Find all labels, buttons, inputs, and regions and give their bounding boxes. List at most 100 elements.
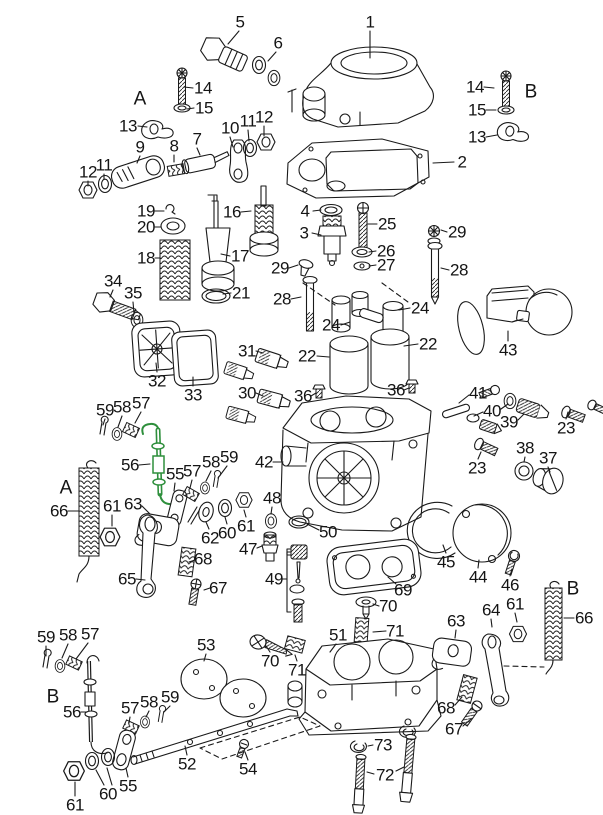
- part-number-callout[interactable]: 24: [410, 298, 430, 318]
- part-number-callout[interactable]: 66: [49, 501, 69, 521]
- part-number-callout[interactable]: 16: [222, 202, 242, 222]
- part-number-callout[interactable]: 28: [272, 289, 292, 309]
- part-number-callout[interactable]: 37: [538, 448, 558, 468]
- part-number-callout[interactable]: 40: [482, 401, 502, 421]
- part-number-callout[interactable]: 53: [196, 635, 216, 655]
- part-number-callout[interactable]: 52: [177, 754, 197, 774]
- part-number-callout[interactable]: 58: [58, 625, 78, 645]
- part-number-callout[interactable]: 29: [270, 258, 290, 278]
- part-number-callout[interactable]: 26: [376, 241, 396, 261]
- part-number-callout[interactable]: 58: [201, 452, 221, 472]
- part-number-callout[interactable]: 73: [373, 735, 393, 755]
- part-number-callout[interactable]: 22: [418, 334, 438, 354]
- part-number-callout[interactable]: 67: [444, 719, 464, 739]
- part-number-callout[interactable]: 44: [468, 567, 488, 587]
- part-number-callout[interactable]: 57: [182, 461, 202, 481]
- part-number-callout[interactable]: 61: [102, 496, 122, 516]
- part-number-callout[interactable]: 46: [500, 575, 520, 595]
- part-number-callout[interactable]: 18: [136, 248, 156, 268]
- part-number-callout[interactable]: 1: [365, 12, 375, 32]
- part-number-callout[interactable]: 51: [328, 625, 348, 645]
- part-number-callout[interactable]: 36: [386, 380, 406, 400]
- part-number-callout[interactable]: 58: [112, 397, 132, 417]
- part-number-callout[interactable]: 60: [98, 784, 118, 804]
- part-number-callout[interactable]: 9: [135, 137, 145, 157]
- part-number-callout[interactable]: 61: [65, 795, 85, 815]
- part-number-callout[interactable]: 19: [136, 201, 156, 221]
- part-number-callout[interactable]: 14: [193, 78, 213, 98]
- part-number-callout[interactable]: 6: [273, 33, 283, 53]
- part-number-callout[interactable]: 48: [262, 488, 282, 508]
- part-number-callout[interactable]: 69: [393, 580, 413, 600]
- part-number-callout[interactable]: 62: [200, 528, 220, 548]
- part-number-callout[interactable]: 59: [160, 687, 180, 707]
- part-number-callout[interactable]: 63: [123, 494, 143, 514]
- part-number-callout[interactable]: 14: [465, 77, 485, 97]
- part-number-callout[interactable]: 15: [467, 100, 487, 120]
- part-number-callout[interactable]: 72: [375, 765, 395, 785]
- part-number-callout[interactable]: 66: [574, 608, 594, 628]
- part-number-callout[interactable]: 34: [103, 271, 123, 291]
- section-marker[interactable]: A: [59, 477, 73, 499]
- part-number-callout[interactable]: 70: [260, 651, 280, 671]
- part-number-callout[interactable]: 2: [457, 152, 467, 172]
- part-number-callout[interactable]: 59: [95, 400, 115, 420]
- part-number-callout[interactable]: 17: [230, 246, 250, 266]
- part-number-callout[interactable]: 12: [254, 107, 274, 127]
- part-number-callout[interactable]: 13: [467, 127, 487, 147]
- part-number-callout[interactable]: 57: [80, 624, 100, 644]
- part-number-callout[interactable]: 10: [220, 118, 240, 138]
- part-number-callout[interactable]: 28: [449, 260, 469, 280]
- part-number-callout[interactable]: 21: [231, 283, 251, 303]
- part-number-callout[interactable]: 23: [556, 418, 576, 438]
- part-number-callout[interactable]: 56: [120, 455, 140, 475]
- part-number-callout[interactable]: 68: [436, 698, 456, 718]
- part-number-callout[interactable]: 68: [193, 549, 213, 569]
- part-number-callout[interactable]: 60: [217, 523, 237, 543]
- part-number-callout[interactable]: 32: [147, 371, 167, 391]
- part-number-callout[interactable]: 8: [169, 136, 179, 156]
- section-marker[interactable]: B: [566, 578, 580, 600]
- part-number-callout[interactable]: 24: [321, 315, 341, 335]
- part-number-callout[interactable]: 47: [238, 539, 258, 559]
- part-number-callout[interactable]: 20: [136, 217, 156, 237]
- part-number-callout[interactable]: 13: [118, 116, 138, 136]
- part-number-callout[interactable]: 3: [299, 223, 309, 243]
- part-number-callout[interactable]: 55: [118, 776, 138, 796]
- part-number-callout[interactable]: 42: [254, 452, 274, 472]
- part-number-callout[interactable]: 35: [123, 283, 143, 303]
- part-number-callout[interactable]: 29: [447, 222, 467, 242]
- part-number-callout[interactable]: 36: [293, 386, 313, 406]
- part-number-callout[interactable]: 59: [36, 627, 56, 647]
- part-number-callout[interactable]: 11: [239, 111, 257, 131]
- part-number-callout[interactable]: 31: [237, 341, 257, 361]
- part-number-callout[interactable]: 59: [219, 447, 239, 467]
- part-number-callout[interactable]: 57: [120, 698, 140, 718]
- part-number-callout[interactable]: 30: [237, 383, 257, 403]
- part-number-callout[interactable]: 33: [183, 385, 203, 405]
- part-number-callout[interactable]: 56: [62, 702, 82, 722]
- part-number-callout[interactable]: 15: [194, 98, 214, 118]
- part-number-callout[interactable]: 70: [378, 596, 398, 616]
- part-number-callout[interactable]: 71: [385, 621, 405, 641]
- part-number-callout[interactable]: 5: [235, 12, 245, 32]
- part-number-callout[interactable]: 11: [95, 155, 113, 175]
- part-number-callout[interactable]: 55: [165, 464, 185, 484]
- part-number-callout[interactable]: 23: [467, 458, 487, 478]
- part-number-callout[interactable]: 71: [287, 660, 307, 680]
- part-number-callout[interactable]: 45: [436, 552, 456, 572]
- part-number-callout[interactable]: 41: [468, 383, 488, 403]
- section-marker[interactable]: B: [46, 686, 60, 708]
- part-number-callout[interactable]: 61: [505, 594, 525, 614]
- part-number-callout[interactable]: 38: [515, 438, 535, 458]
- part-number-callout[interactable]: 27: [376, 255, 396, 275]
- part-number-callout[interactable]: 7: [192, 129, 202, 149]
- part-56-rod-highlighted[interactable]: [141, 422, 180, 506]
- part-number-callout[interactable]: 61: [236, 516, 256, 536]
- part-number-callout[interactable]: 63: [446, 611, 466, 631]
- part-number-callout[interactable]: 65: [117, 569, 137, 589]
- part-number-callout[interactable]: 25: [377, 214, 397, 234]
- part-number-callout[interactable]: 4: [300, 201, 310, 221]
- part-number-callout[interactable]: 67: [208, 578, 228, 598]
- section-marker[interactable]: A: [133, 88, 147, 110]
